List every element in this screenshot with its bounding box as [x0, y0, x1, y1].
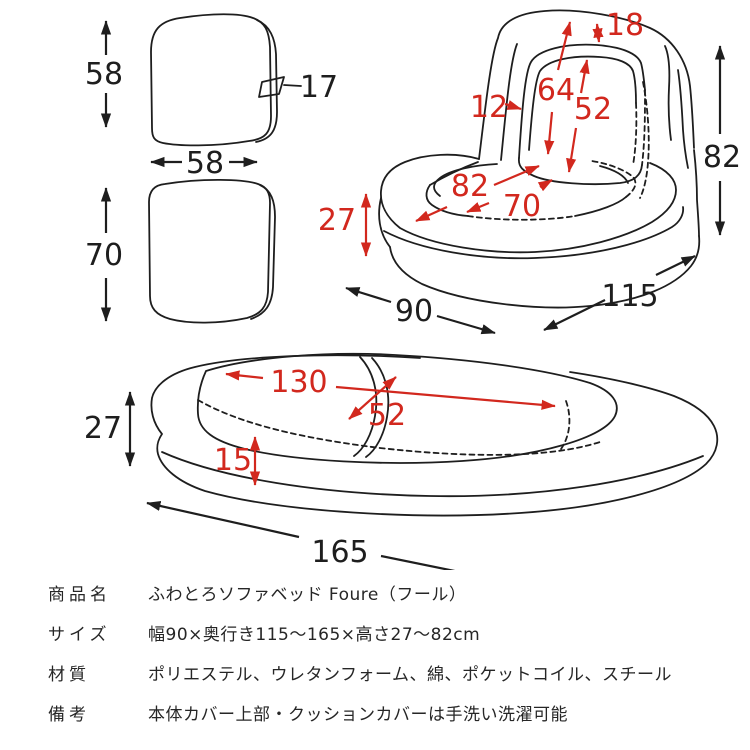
dim-sofa-total-height: 82	[703, 140, 741, 175]
sofa-bed-outline	[150, 352, 719, 517]
spec-label: サイズ	[48, 624, 111, 645]
sofa-outline	[378, 9, 701, 309]
spec-value: ふわとろソファベッド Foure（フール）	[148, 584, 467, 605]
dim-sofa-seat-inner-width: 82	[451, 169, 489, 204]
product-dimension-diagram: 58 58 17 70	[84, 8, 741, 570]
dim-sofa-base-height: 27	[318, 203, 356, 238]
dim-bed-height: 27	[84, 411, 122, 446]
dim-bed-total-length: 165	[311, 535, 368, 570]
dim-sofa-seat-cushion-width: 70	[503, 189, 541, 224]
spec-row-material: 材質 ポリエステル、ウレタンフォーム、綿、ポケットコイル、スチール	[48, 652, 718, 692]
sofa-dimensions-black	[345, 45, 726, 335]
spec-value: ポリエステル、ウレタンフォーム、綿、ポケットコイル、スチール	[148, 664, 672, 685]
spec-label: 商品名	[48, 584, 111, 605]
sofa-bed-dimensions-red	[225, 370, 556, 486]
spec-row-notes: 備考 本体カバー上部・クッションカバーは手洗い洗濯可能	[48, 692, 718, 732]
spec-value: 幅90×奥行き115～165×高さ27～82cm	[148, 624, 481, 645]
spec-row-product-name: 商品名 ふわとろソファベッド Foure（フール）	[48, 572, 718, 612]
sofa-dimensions-red	[360, 21, 604, 257]
dim-seat-cushion-height: 70	[85, 238, 123, 273]
dim-sofa-depth: 115	[601, 279, 658, 314]
spec-value: 本体カバー上部・クッションカバーは手洗い洗濯可能	[148, 704, 568, 725]
dim-bed-sleeping-width: 52	[368, 398, 406, 433]
seat-cushion-outline	[148, 178, 276, 324]
dim-sofa-back-height: 64	[537, 73, 575, 108]
dim-sofa-back-top-depth: 18	[606, 8, 644, 43]
dim-bed-mattress-thickness: 15	[214, 443, 252, 478]
dim-back-cushion-thickness: 17	[300, 70, 338, 105]
dim-back-cushion-width: 58	[186, 146, 224, 181]
spec-label: 材質	[48, 664, 90, 685]
back-cushion-dimensions	[100, 20, 258, 168]
sofa-bed-dimensions-black	[124, 391, 456, 570]
spec-row-size: サイズ 幅90×奥行き115～165×高さ27～82cm	[48, 612, 718, 652]
back-cushion-outline	[150, 13, 302, 147]
spec-table: 商品名 ふわとろソファベッド Foure（フール） サイズ 幅90×奥行き115…	[48, 572, 718, 732]
spec-label: 備考	[48, 704, 90, 725]
dim-bed-sleeping-length: 130	[270, 365, 327, 400]
dim-sofa-back-inner-height: 52	[574, 92, 612, 127]
dim-sofa-back-side-width: 12	[470, 90, 508, 125]
dim-sofa-width: 90	[395, 294, 433, 329]
dim-back-cushion-height: 58	[85, 57, 123, 92]
